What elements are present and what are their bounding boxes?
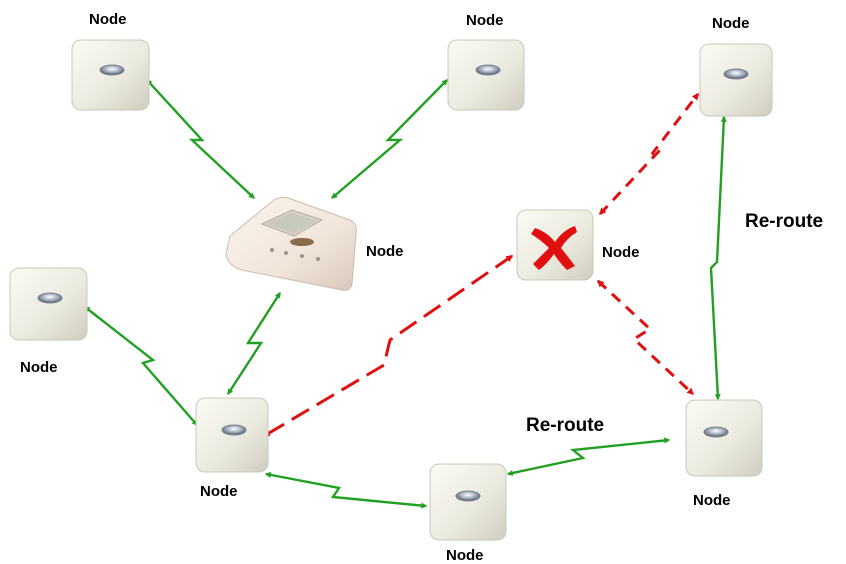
label-node-bottom-mid: Node — [446, 547, 484, 564]
node-controller — [225, 196, 357, 291]
label-node-failed: Node — [602, 244, 640, 261]
link-top-mid-to-controller — [331, 79, 448, 199]
label-reroute-right: Re-route — [745, 211, 823, 232]
controller-logo-icon — [290, 238, 314, 246]
active-links — [84, 79, 727, 509]
sensor-lens-icon — [723, 68, 749, 80]
sensor-lens-icon — [703, 426, 729, 438]
failed-link-failed-to-bottom-left — [262, 254, 514, 438]
link-bottom-left-to-bottom-mid — [264, 471, 428, 509]
node-bottom-left — [195, 397, 269, 473]
label-reroute-bottom: Re-route — [526, 415, 604, 436]
node-bottom-mid — [429, 463, 507, 541]
sensor-lens-icon — [475, 64, 501, 76]
label-node-left: Node — [20, 359, 58, 376]
label-node-top-right: Node — [712, 15, 750, 32]
node-failed — [516, 209, 594, 281]
node-left — [9, 267, 88, 341]
link-bottom-mid-to-bottom-right — [506, 437, 671, 476]
failed-link-failed-to-bottom-right — [596, 279, 695, 396]
link-top-left-to-controller — [146, 79, 255, 199]
link-top-right-to-bottom-right — [709, 115, 727, 401]
sensor-lens-icon — [221, 424, 247, 436]
link-controller-to-bottom-left — [226, 291, 282, 396]
sensor-lens-icon — [99, 64, 125, 76]
x-mark-icon — [531, 226, 577, 270]
sensor-lens-icon — [455, 490, 481, 502]
label-node-controller: Node — [366, 243, 404, 260]
failed-link-failed-to-top-right — [598, 92, 700, 216]
node-labels: Node Node Node Node Node Node Node Node … — [20, 11, 750, 564]
reroute-labels: Re-route Re-route — [526, 211, 823, 436]
label-node-top-left: Node — [89, 11, 127, 28]
label-node-bottom-right: Node — [693, 492, 731, 509]
label-node-bottom-left: Node — [200, 483, 238, 500]
node-bottom-right — [685, 399, 763, 477]
node-top-left — [71, 39, 150, 111]
label-node-top-mid: Node — [466, 12, 504, 29]
sensor-lens-icon — [37, 292, 63, 304]
failed-links — [262, 92, 700, 438]
link-left-to-bottom-left — [84, 306, 198, 426]
node-top-right — [699, 43, 773, 117]
node-top-mid — [447, 39, 525, 111]
